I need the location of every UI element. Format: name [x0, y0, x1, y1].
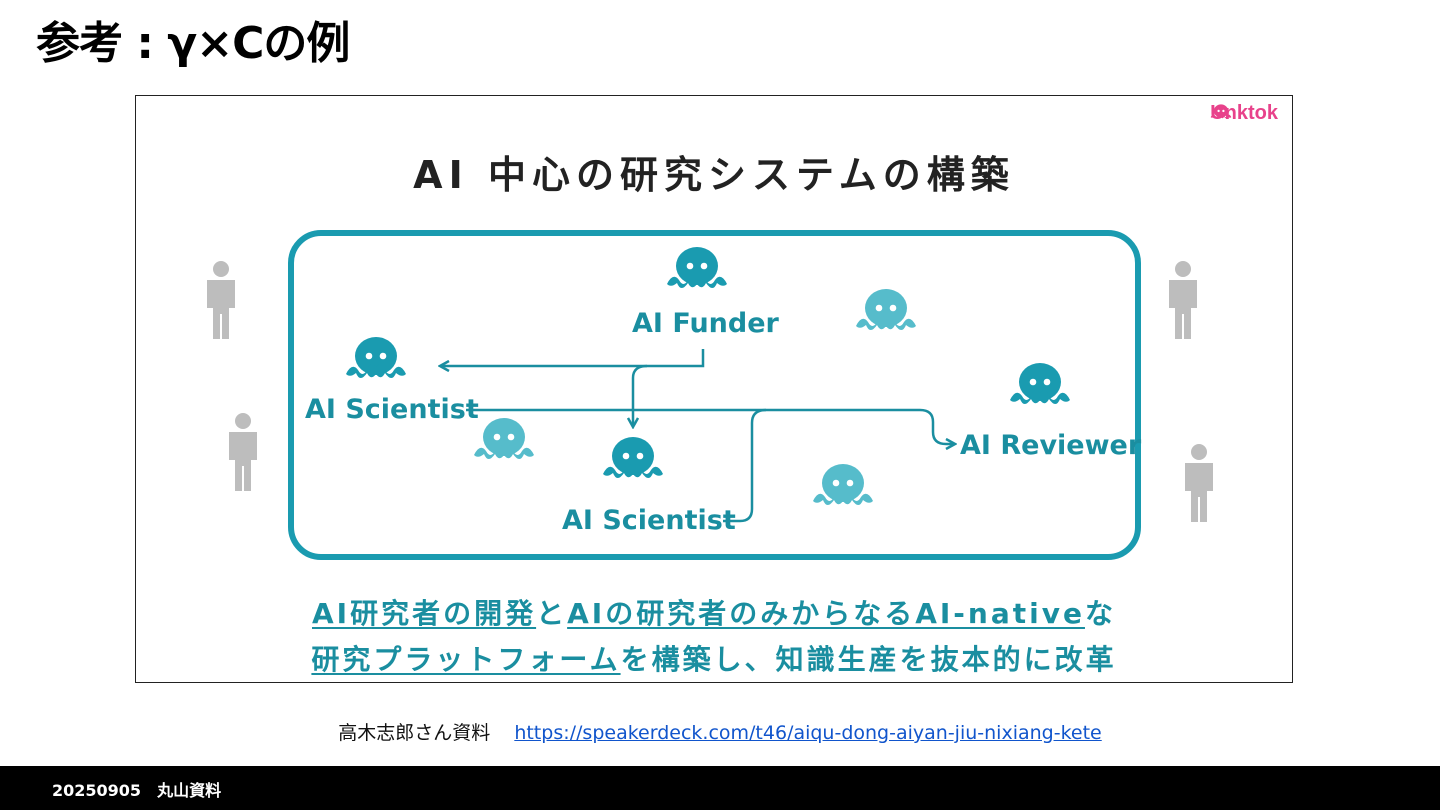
octopus-reviewer-icon — [1010, 363, 1070, 404]
source-label: 高木志郎さん資料 — [338, 722, 491, 744]
human-icon — [207, 261, 235, 339]
octopus-idle-icon — [813, 464, 873, 505]
octopus-agents — [346, 247, 1070, 505]
caption-line-1: AI研究者の開発とAIの研究者のみからなるAI-nativeな — [136, 592, 1292, 632]
label-ai-scientist-left: AI Scientist — [305, 394, 479, 425]
caption-underlined: 研究プラットフォーム — [311, 643, 621, 676]
caption-underlined: AIの研究者のみからなるAI-native — [567, 597, 1085, 630]
caption-underlined: AI研究者の開発 — [312, 597, 537, 630]
footer-bar: 20250905 丸山資料 — [0, 766, 1440, 810]
system-boundary — [288, 230, 1141, 560]
figure-title: AI 中心の研究システムの構築 — [413, 153, 1015, 197]
arrow-scientist-bottom-to-reviewer — [723, 408, 767, 523]
octopus-scientist-bottom-icon — [603, 437, 663, 478]
source-credit: 高木志郎さん資料 https://speakerdeck.com/t46/aiq… — [0, 718, 1440, 745]
label-ai-funder: AI Funder — [632, 308, 779, 339]
octopus-idle-icon — [474, 418, 534, 459]
caption-text: と — [536, 597, 568, 630]
brand-octopus-icon — [1210, 104, 1232, 119]
octopus-funder-icon — [667, 247, 727, 288]
humans-outside — [207, 261, 1213, 522]
footer-text: 20250905 丸山資料 — [52, 781, 222, 800]
arrow-funder-to-scientist-left — [441, 349, 705, 366]
label-ai-scientist-bottom: AI Scientist — [562, 505, 736, 536]
diagram-figure: Unktok AI 中心の研究システムの構築 AI Funder AI Scie… — [135, 95, 1293, 683]
octopus-scientist-left-icon — [346, 337, 406, 378]
label-ai-reviewer: AI Reviewer — [960, 430, 1142, 461]
human-icon — [229, 413, 257, 491]
brand-logo: Unktok — [1210, 102, 1278, 125]
human-icon — [1185, 444, 1213, 522]
diagram-canvas — [207, 230, 1213, 560]
arrow-scientist-left-to-reviewer — [466, 408, 954, 444]
arrow-funder-to-scientist-bottom — [633, 364, 648, 426]
slide-title: 参考 : γ×Cの例 — [36, 18, 350, 69]
flow-arrows — [441, 349, 954, 523]
caption-text: な — [1084, 597, 1116, 630]
human-icon — [1169, 261, 1197, 339]
source-link[interactable]: https://speakerdeck.com/t46/aiqu-dong-ai… — [514, 722, 1102, 744]
caption-line-2: 研究プラットフォームを構築し、知識生産を抜本的に改革 — [136, 638, 1292, 678]
octopus-idle-icon — [856, 289, 916, 330]
caption-text: を構築し、知識生産を抜本的に改革 — [620, 643, 1117, 676]
